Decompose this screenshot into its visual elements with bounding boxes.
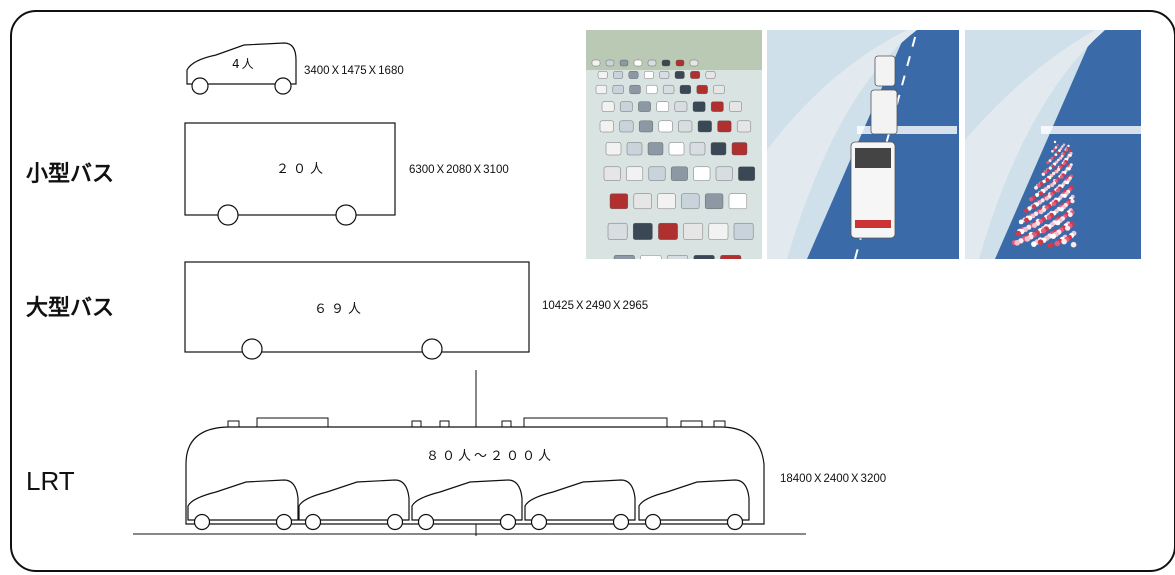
lrt-dimensions: 18400Ｘ2400Ｘ3200 (780, 473, 887, 485)
small-bus-label: 小型バス (26, 162, 115, 187)
car-capacity: 4人 (232, 57, 256, 71)
lrt-outline (133, 370, 806, 536)
crowd-road-photo (965, 30, 1141, 259)
large-bus-dimensions: 10425Ｘ2490Ｘ2965 (542, 300, 649, 312)
lrt-label: LRT (26, 466, 75, 496)
traffic-jam-photo (586, 30, 762, 259)
bus-road-photo (767, 30, 959, 259)
small-bus-outline (184, 122, 396, 226)
large-bus-label: 大型バス (26, 296, 115, 321)
large-bus-outline (184, 261, 530, 360)
small-bus-capacity: ２０人 (276, 162, 328, 177)
car-dimensions: 3400Ｘ1475Ｘ1680 (304, 65, 404, 77)
car-outline (186, 42, 297, 95)
small-bus-dimensions: 6300Ｘ2080Ｘ3100 (409, 164, 509, 176)
lrt-capacity: ８０人～２００人 (426, 449, 555, 464)
large-bus-capacity: ６９人 (314, 302, 366, 317)
